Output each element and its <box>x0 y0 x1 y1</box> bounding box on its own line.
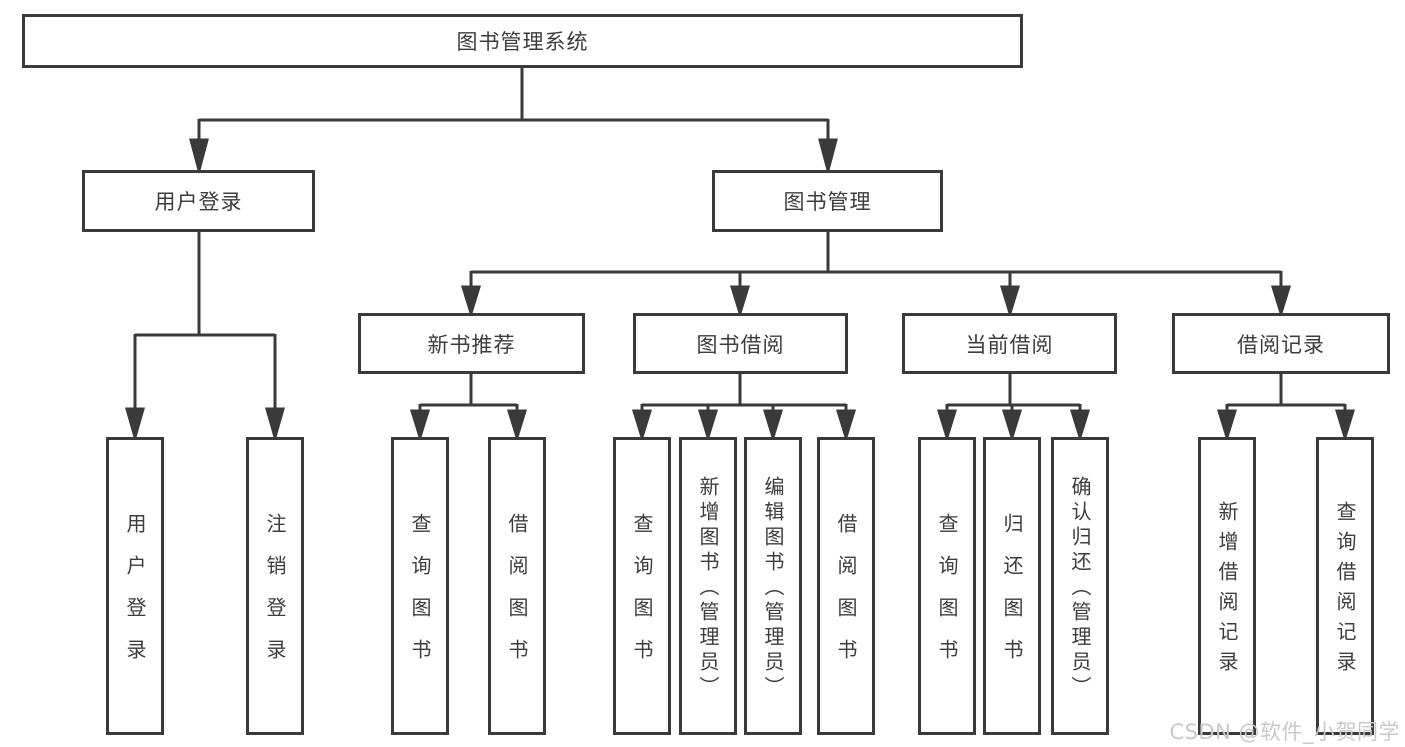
csdn-watermark: CSDN @软件_小贺同学 <box>1169 720 1400 744</box>
node-label: 确认归还（管理员） <box>1068 476 1092 701</box>
node-user-login-branch: 用户登录 <box>82 170 315 232</box>
node-leaf-query-books-current: 查询图书 <box>918 437 976 735</box>
node-label: 用户登录 <box>123 513 147 681</box>
node-leaf-confirm-return-admin: 确认归还（管理员） <box>1051 437 1109 735</box>
node-borrowing-records: 借阅记录 <box>1172 313 1390 374</box>
node-label: 新书推荐 <box>427 332 516 357</box>
node-book-management-branch: 图书管理 <box>712 170 943 232</box>
node-leaf-edit-books-admin: 编辑图书（管理员） <box>744 437 802 735</box>
node-label: 查询图书 <box>408 513 432 681</box>
node-label: 图书借阅 <box>696 332 785 357</box>
node-leaf-borrow-books-recommend: 借阅图书 <box>488 437 546 735</box>
node-new-book-recommendation: 新书推荐 <box>358 313 585 374</box>
node-label: 借阅记录 <box>1237 332 1325 357</box>
node-current-borrowing: 当前借阅 <box>902 313 1117 374</box>
node-leaf-query-books-recommend: 查询图书 <box>391 437 449 735</box>
node-leaf-add-borrow-record: 新增借阅记录 <box>1198 437 1256 735</box>
node-library-management-system: 图书管理系统 <box>22 14 1023 68</box>
node-label: 查询借阅记录 <box>1333 501 1357 681</box>
node-label: 编辑图书（管理员） <box>761 476 785 701</box>
node-label: 用户登录 <box>154 190 243 214</box>
node-leaf-query-borrow-record: 查询借阅记录 <box>1316 437 1374 735</box>
node-label: 借阅图书 <box>505 513 529 681</box>
node-leaf-logout: 注销登录 <box>246 437 304 735</box>
node-label: 查询图书 <box>630 513 654 681</box>
node-leaf-borrow-books-borrowing: 借阅图书 <box>817 437 875 735</box>
node-leaf-user-login: 用户登录 <box>106 437 164 735</box>
node-leaf-return-books: 归还图书 <box>983 437 1041 735</box>
node-label: 图书管理系统 <box>456 30 589 54</box>
node-book-borrowing: 图书借阅 <box>633 313 848 374</box>
node-label: 注销登录 <box>263 513 287 681</box>
node-label: 图书管理 <box>783 190 872 214</box>
node-label: 当前借阅 <box>965 332 1054 357</box>
node-label: 新增图书（管理员） <box>696 476 720 701</box>
node-label: 查询图书 <box>935 513 959 681</box>
node-label: 归还图书 <box>1000 513 1024 681</box>
node-leaf-query-books-borrowing: 查询图书 <box>613 437 671 735</box>
node-leaf-add-books-admin: 新增图书（管理员） <box>679 437 737 735</box>
node-label: 新增借阅记录 <box>1215 501 1239 681</box>
node-label: 借阅图书 <box>834 513 858 681</box>
